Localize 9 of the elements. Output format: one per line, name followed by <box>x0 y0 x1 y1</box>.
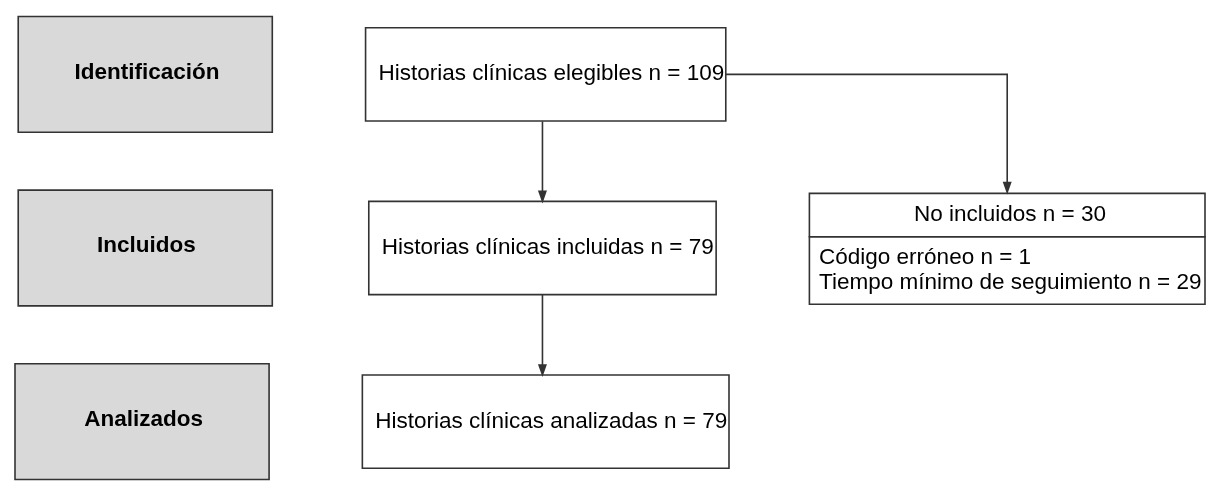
node-box: Incluidos <box>17 188 274 307</box>
arrow <box>537 293 547 377</box>
node-box: Identificación <box>17 15 274 133</box>
node-box: Historias clínicas incluidas n = 79 <box>367 200 717 295</box>
node-box: Historias clínicas elegibles n = 109 <box>364 26 727 122</box>
node-box: Historias clínicas analizadas n = 79 <box>361 373 730 469</box>
arrow <box>725 73 1012 195</box>
arrow <box>537 120 547 203</box>
node-box: Analizados <box>14 362 270 480</box>
